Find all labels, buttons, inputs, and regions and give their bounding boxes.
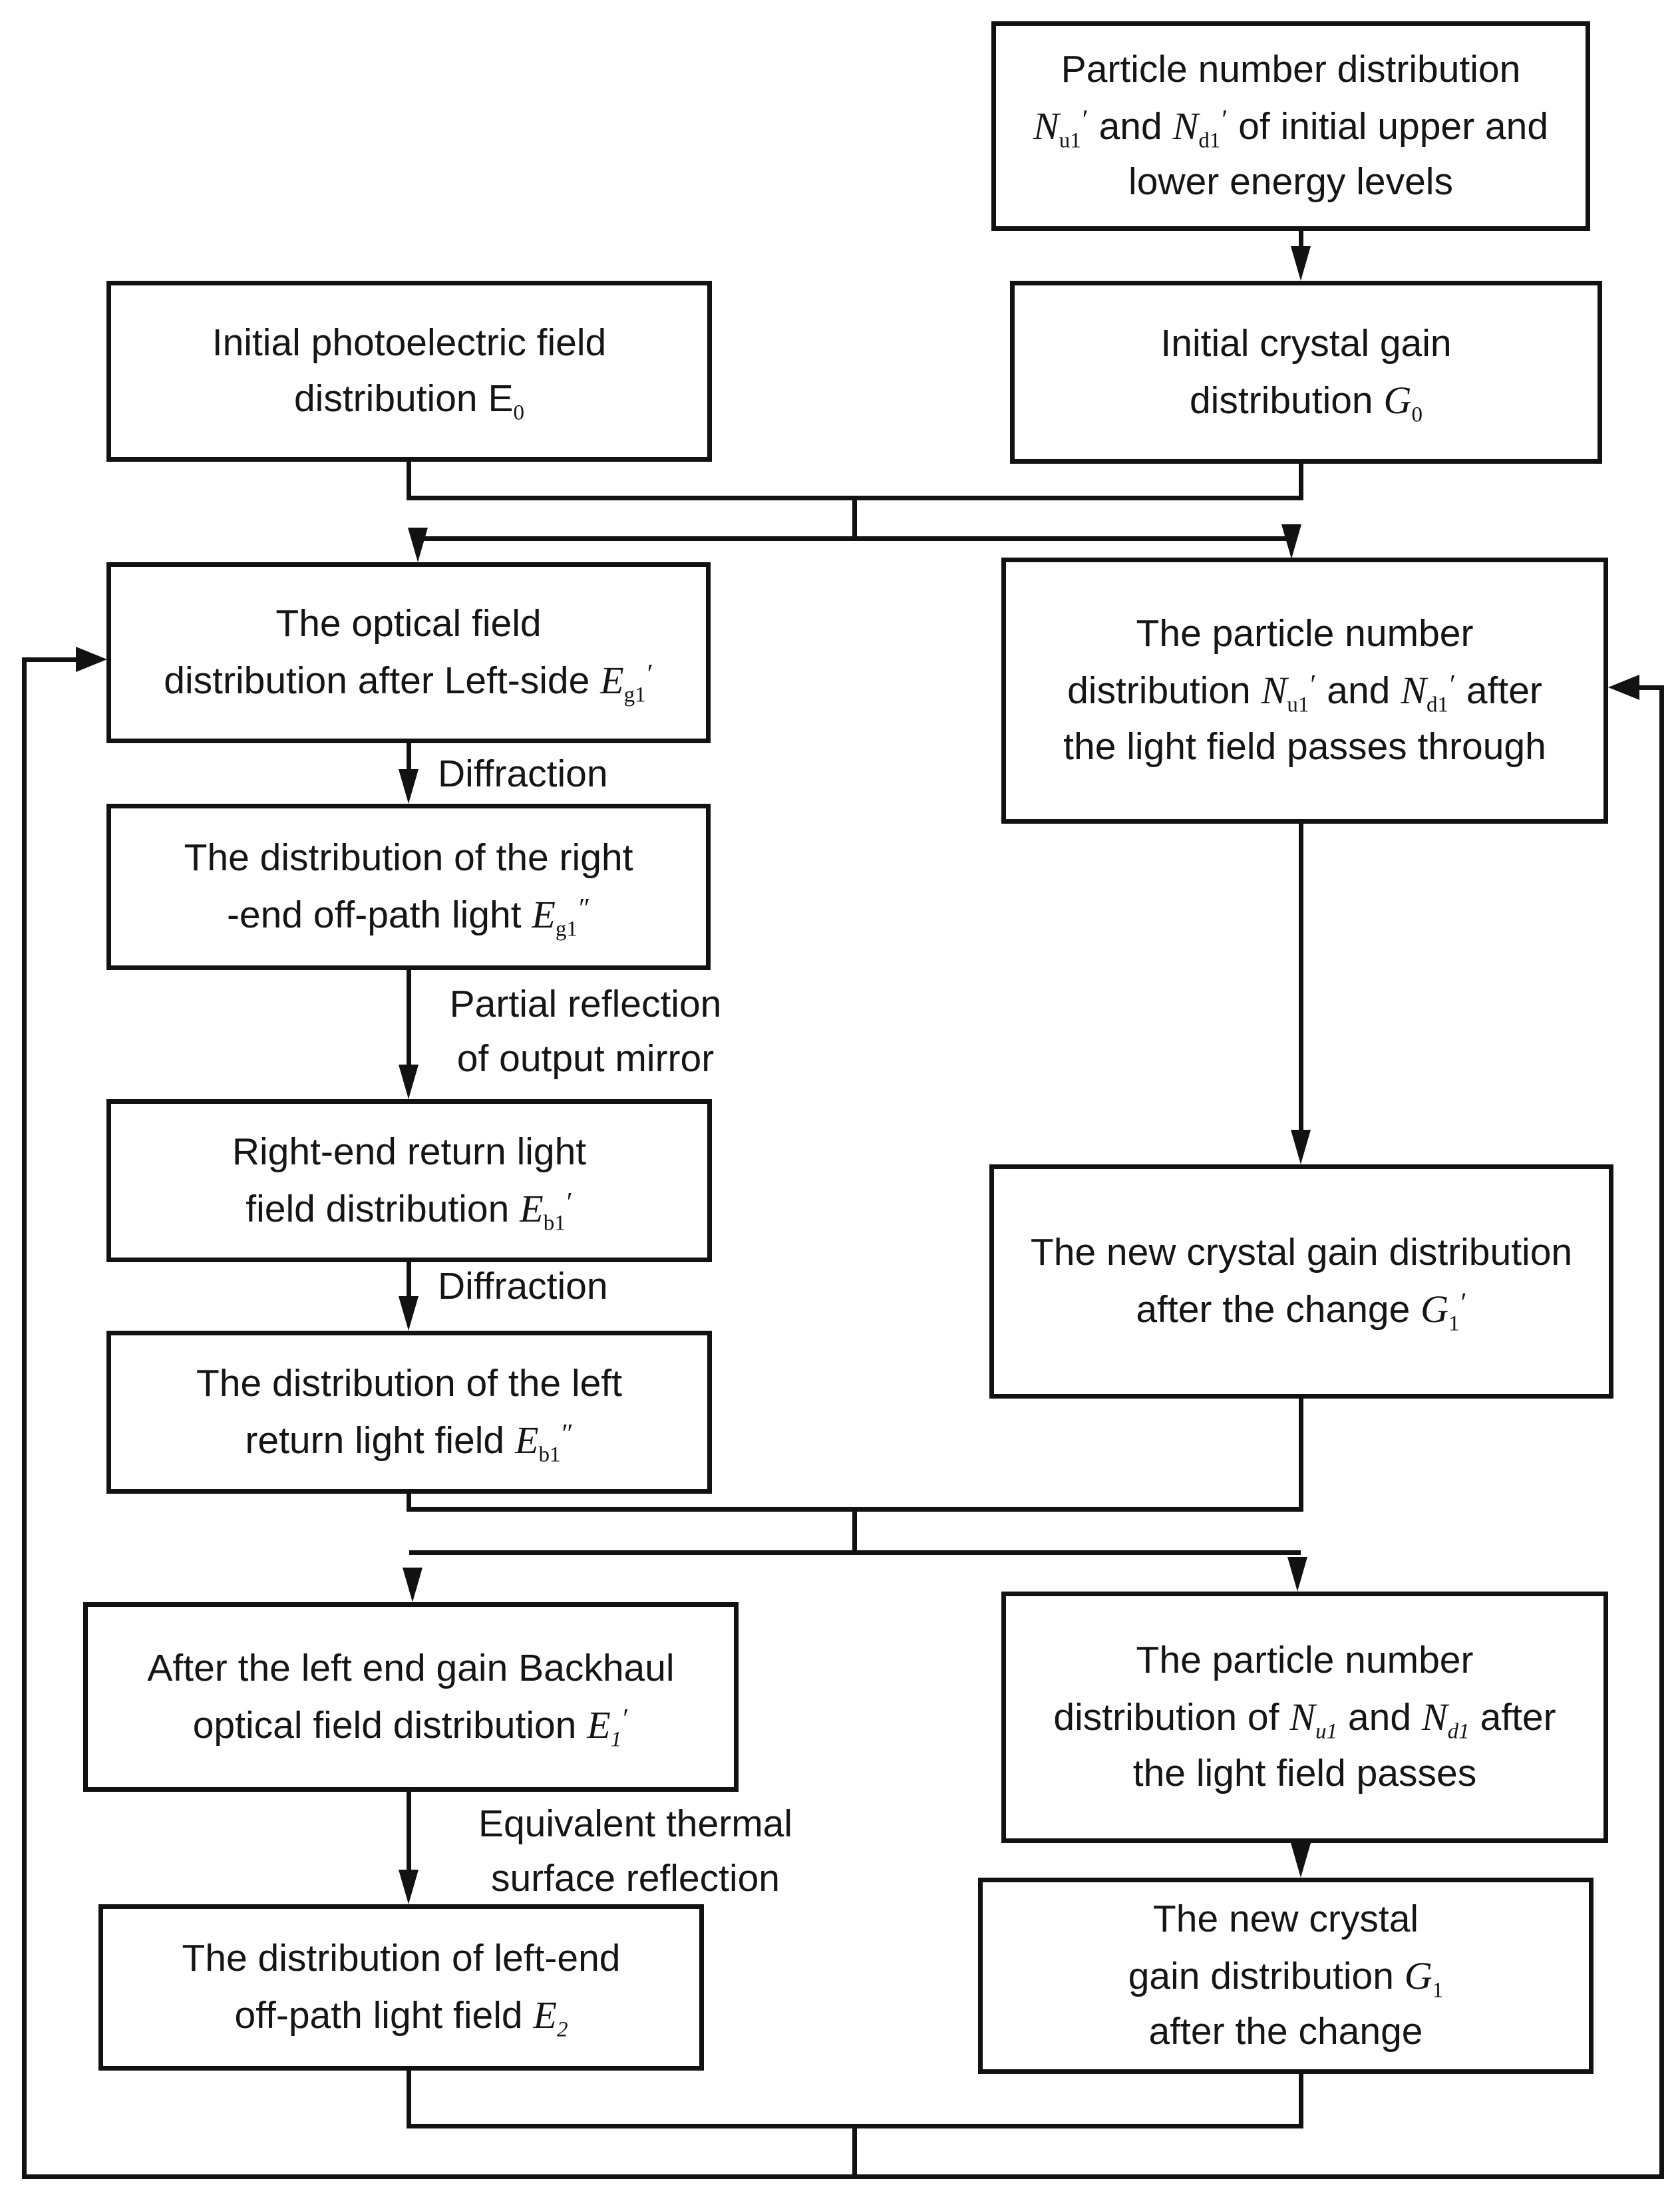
connector-line (407, 1792, 411, 1875)
node-right-end-off-path-light: The distribution of the right-end off-pa… (106, 804, 711, 970)
arrow-down-icon (1281, 524, 1301, 559)
arrow-down-icon (403, 1568, 422, 1602)
connector-line (852, 496, 857, 538)
connector-line-bottom (22, 2174, 1664, 2179)
connector-line (414, 536, 1296, 541)
connector-line (1299, 824, 1303, 1135)
connector-line (407, 970, 411, 1070)
edge-label-diffraction-2: Diffraction (438, 1265, 608, 1307)
connector-loop-left (22, 657, 27, 2177)
arrow-down-icon (1291, 1843, 1311, 1878)
connector-line (852, 1507, 857, 1554)
connector-loop-right (1659, 685, 1664, 2177)
arrow-left-icon (1608, 675, 1639, 700)
arrow-down-icon (399, 1870, 419, 1904)
connector-line (1299, 231, 1303, 254)
connector-line (1299, 1399, 1303, 1512)
connector-line (1299, 2074, 1303, 2128)
arrow-down-icon (399, 1296, 419, 1331)
arrow-down-icon (1291, 1130, 1311, 1164)
connector-line (407, 1494, 411, 1512)
connector-line (22, 657, 82, 662)
edge-label-diffraction-1: Diffraction (438, 753, 608, 795)
connector-line (407, 1262, 411, 1301)
arrow-down-icon (1287, 1557, 1307, 1592)
arrow-right-icon (76, 647, 107, 672)
connector-line (407, 462, 411, 500)
arrow-down-icon (408, 528, 428, 562)
arrow-down-icon (399, 769, 419, 804)
connector-line (407, 2071, 411, 2128)
connector-line (852, 2124, 857, 2179)
connector-line (1631, 685, 1664, 690)
arrow-down-icon (1291, 246, 1311, 281)
connector-line (407, 743, 411, 775)
connector-line (409, 1550, 1301, 1555)
arrow-down-icon (399, 1065, 419, 1099)
connector-line (1299, 464, 1303, 500)
